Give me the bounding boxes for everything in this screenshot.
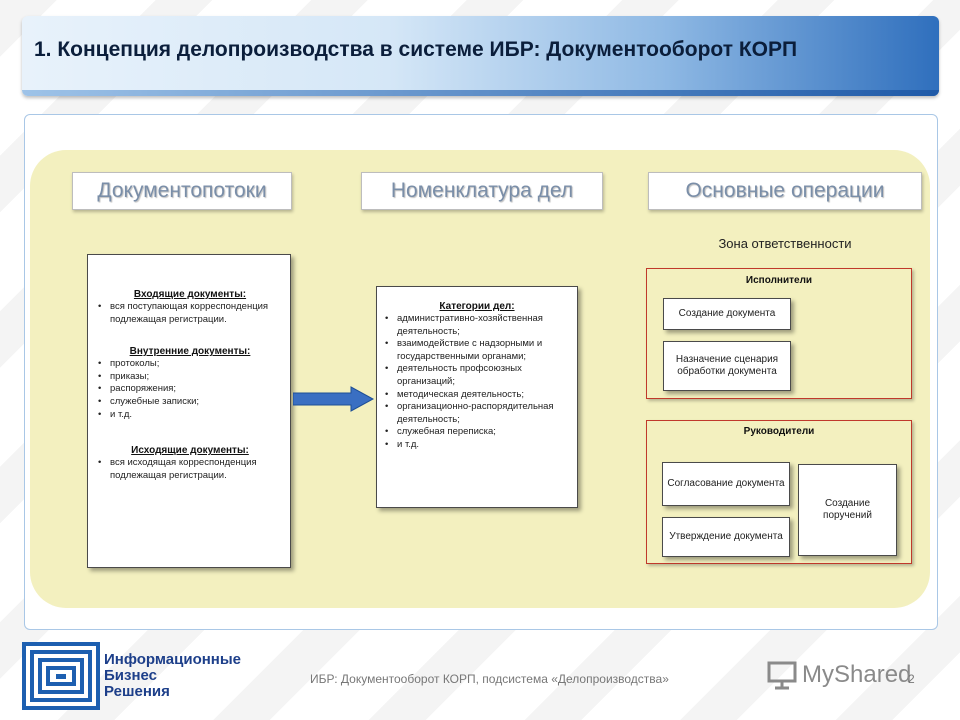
list-item: методическая деятельность; [383,389,571,402]
op-approve-agreement: Согласование документа [662,462,790,506]
heading-nomenclature: Номенклатура дел [361,172,603,210]
list-item: взаимодействие с надзорными и государств… [383,338,571,363]
presentation-icon [767,661,797,690]
brand-name: MyShared [802,661,912,688]
list-item: деятельность профсоюзных организаций; [383,363,571,388]
company-name-line: Бизнес [104,667,158,684]
categories-title: Категории дел: [439,301,515,312]
list-item: и т.д. [96,409,284,422]
incoming-docs-list: вся поступающая корреспонденция подлежащ… [96,301,284,326]
op-approve-document: Утверждение документа [662,517,790,557]
managers-title: Руководители [743,426,815,437]
outgoing-docs-list: вся исходящая корреспонденция подлежащая… [96,457,284,482]
executors-group: Исполнители [646,268,912,399]
op-create-document: Создание документа [663,298,791,330]
op-assign-scenario: Назначение сценария обработки документа [663,341,791,391]
executors-title: Исполнители [745,275,813,286]
list-item: вся поступающая корреспонденция подлежащ… [96,301,284,326]
incoming-docs-title: Входящие документы: [133,289,247,300]
list-item: организационно-распорядительная деятельн… [383,401,571,426]
flow-arrow-icon [293,386,375,412]
outgoing-docs-title: Исходящие документы: [131,445,249,457]
managers-group: Руководители [646,420,912,564]
list-item: административно-хозяйственная деятельнос… [383,313,571,338]
list-item: распоряжения; [96,383,284,396]
document-flows-box: Входящие документы: вся поступающая корр… [87,254,291,568]
internal-docs-list: протоколы; приказы; распоряжения; служеб… [96,358,284,421]
footer-caption: ИБР: Документооборот КОРП, подсистема «Д… [310,672,669,686]
categories-list: административно-хозяйственная деятельнос… [383,313,571,452]
company-name-line: Информационные [104,651,242,668]
page-number: 2 [908,672,915,686]
list-item: и т.д. [383,439,571,452]
zone-label: Зона ответственности [718,236,852,251]
op-create-assignments: Создание поручений [798,464,897,556]
company-name-line: Решения [104,683,170,700]
list-item: протоколы; [96,358,284,371]
case-categories-box: Категории дел: административно-хозяйстве… [376,286,578,508]
myshared-brand: MyShared [766,658,916,692]
company-name: Информационные Бизнес Решения [104,652,241,700]
company-logo-icon [22,642,100,710]
list-item: служебные записки; [96,396,284,409]
list-item: приказы; [96,371,284,384]
title-bar: 1. Концепция делопроизводства в системе … [22,16,939,96]
slide-title: 1. Концепция делопроизводства в системе … [34,38,798,61]
heading-flows: Документопотоки [72,172,292,210]
list-item: служебная переписка; [383,426,571,439]
internal-docs-title: Внутренние документы: [129,346,251,358]
list-item: вся исходящая корреспонденция подлежащая… [96,457,284,482]
heading-operations: Основные операции [648,172,922,210]
